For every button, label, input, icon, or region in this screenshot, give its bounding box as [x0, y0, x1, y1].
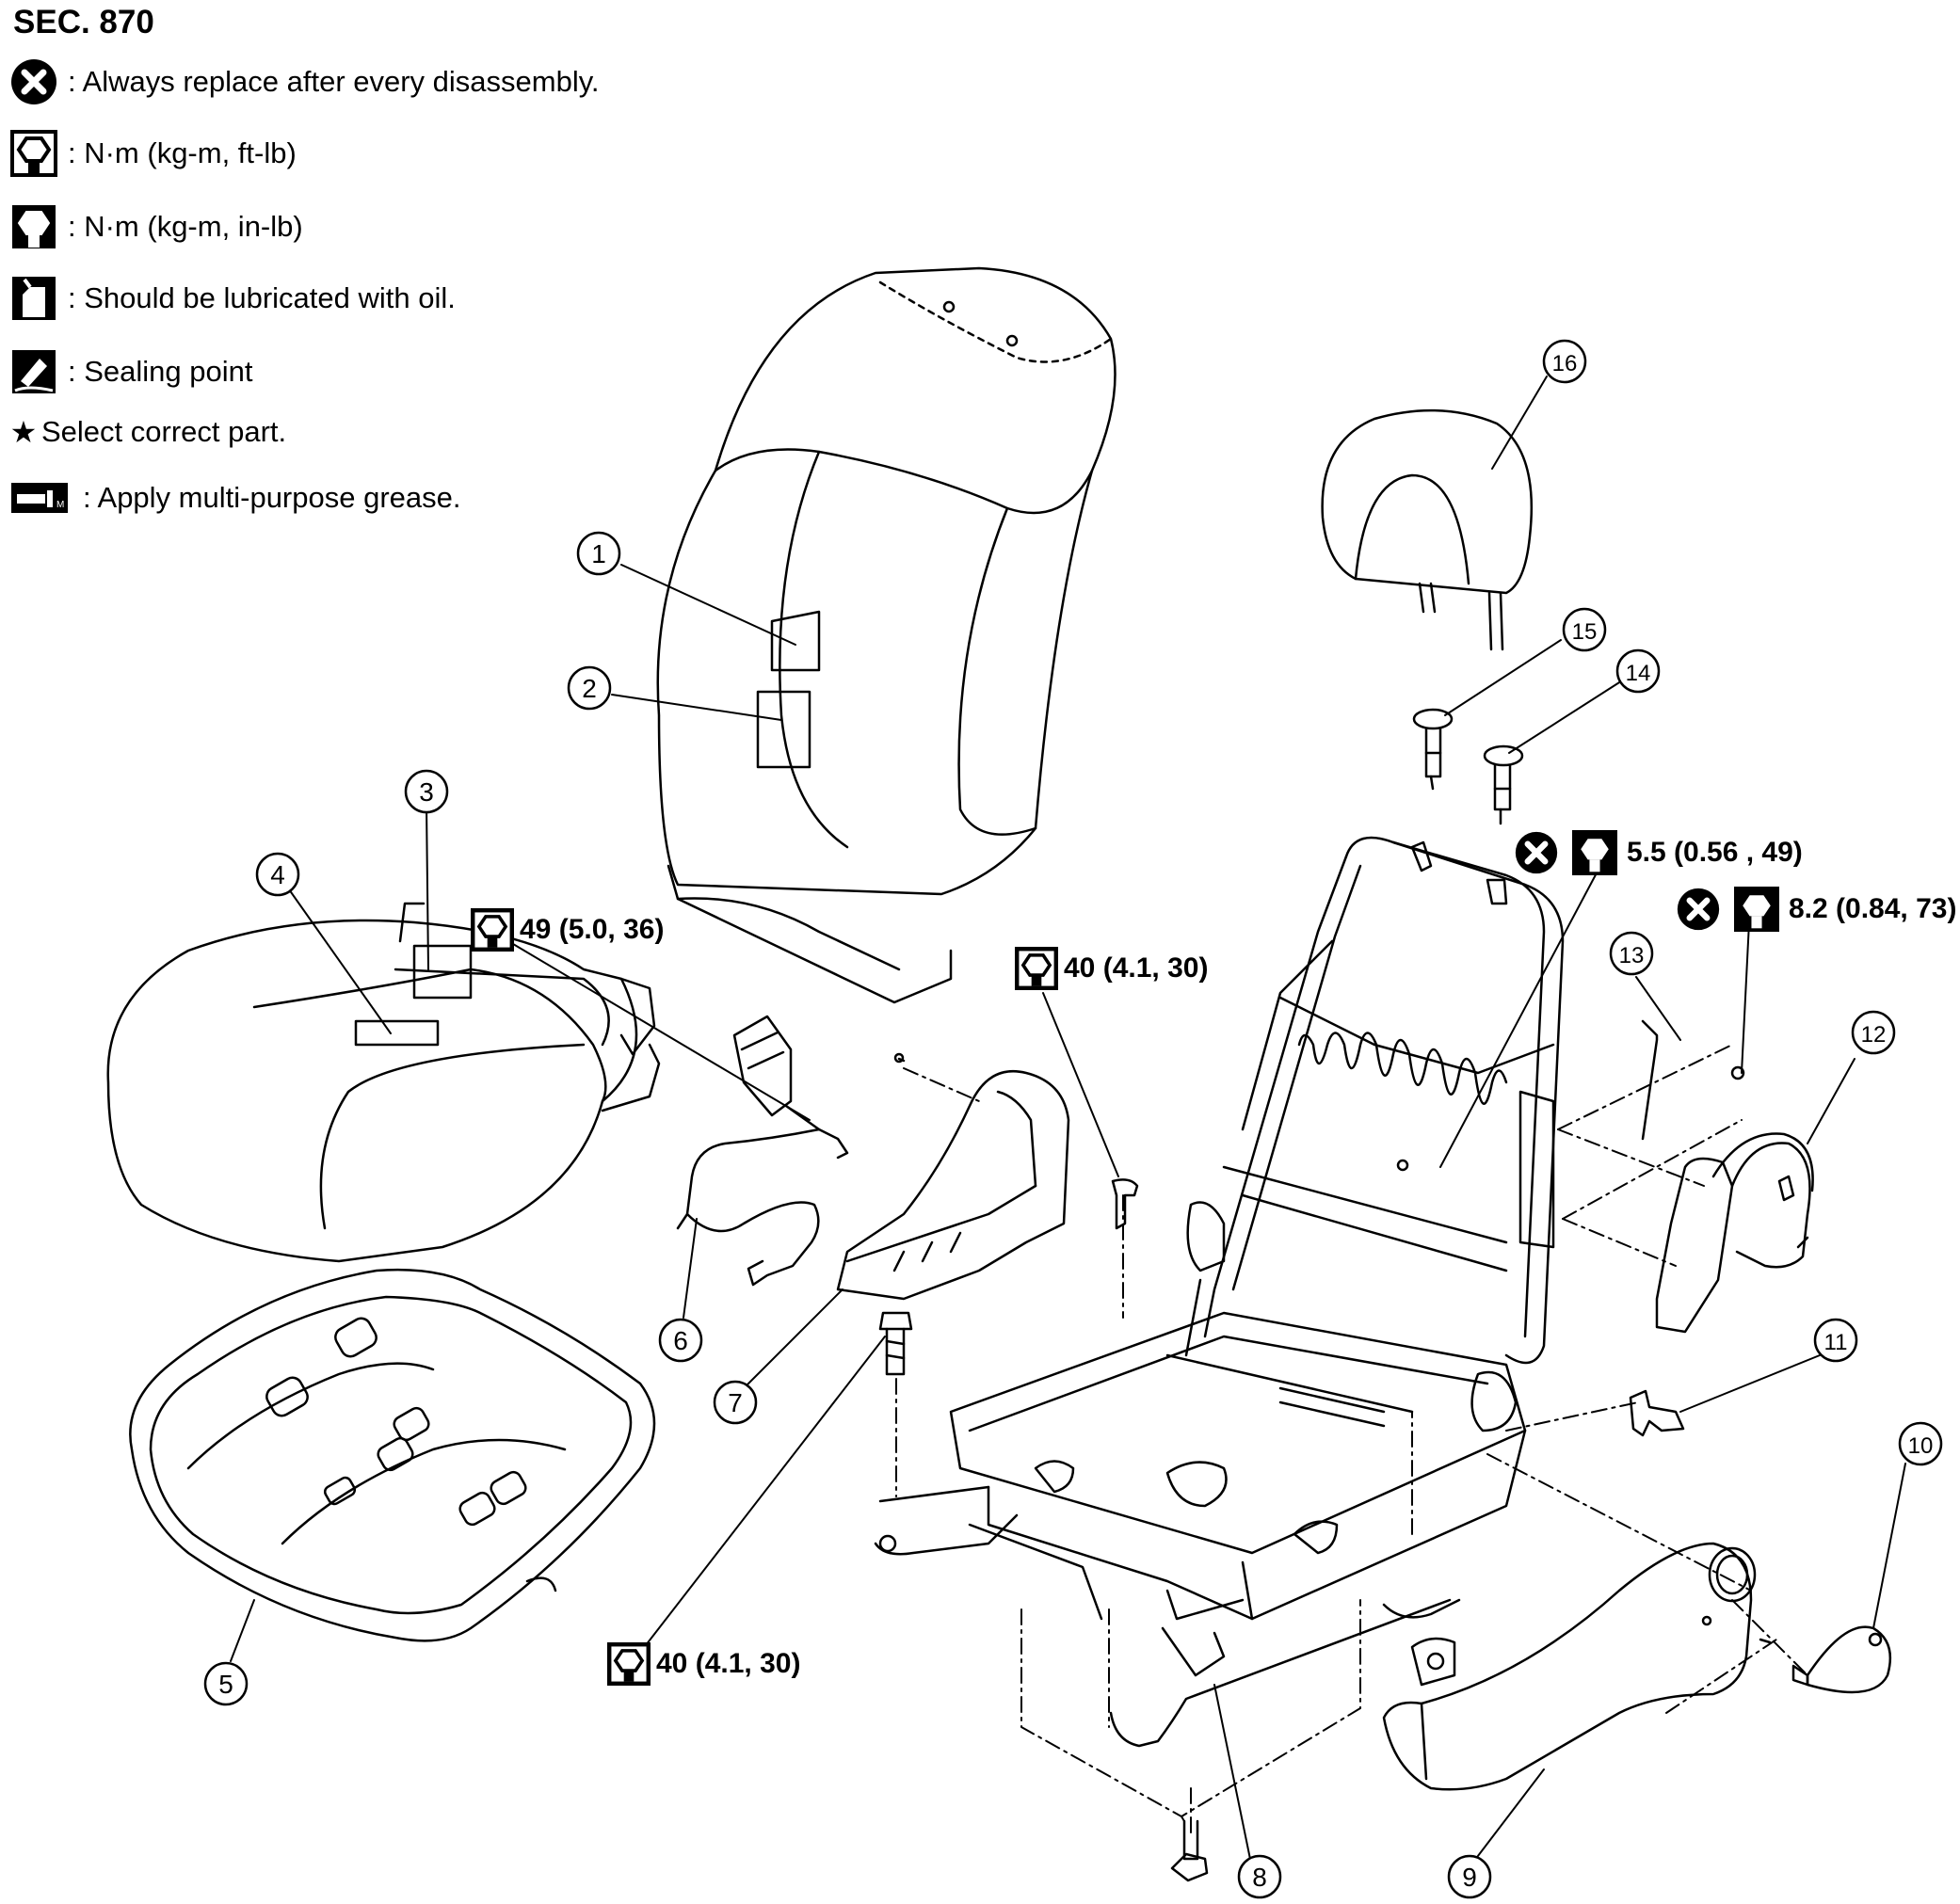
- torque-wrench-ftlb-icon: [607, 1642, 651, 1686]
- torque-wrench-ftlb-icon: [10, 130, 57, 177]
- headrest: [1321, 408, 1534, 651]
- callout-13: 13: [1619, 943, 1645, 968]
- torque-wrench-inlb-icon: [1734, 887, 1779, 932]
- seat-cushion-trim: [106, 902, 661, 1263]
- clip: [1111, 1178, 1139, 1230]
- legend-text: : Should be lubricated with oil.: [68, 281, 456, 314]
- callout-2: 2: [582, 674, 597, 703]
- torque-8-2-value: 8.2 (0.84, 73): [1789, 893, 1957, 924]
- legend-text: : Apply multi-purpose grease.: [83, 481, 461, 514]
- seat-cushion-pad: [129, 1268, 656, 1642]
- side-airbag-module: [1655, 1132, 1814, 1334]
- callout-4: 4: [270, 860, 285, 889]
- inner-cover: [836, 1052, 1070, 1301]
- headrest-holder-15: [1412, 708, 1454, 791]
- seatback-label-2: [756, 690, 811, 769]
- torque-wrench-inlb-icon: [12, 205, 56, 248]
- torque-5-5-value: 5.5 (0.56 , 49): [1627, 837, 1803, 868]
- legend-text: : N·m (kg-m, ft-lb): [68, 136, 297, 169]
- seat-cushion-label-4: [354, 1019, 440, 1047]
- callout-11: 11: [1824, 1330, 1848, 1355]
- legend-torque-ftlb: : N·m (kg-m, ft-lb): [9, 128, 297, 179]
- legend-always-replace: : Always replace after every disassembly…: [9, 56, 600, 107]
- seatback-trim: [656, 266, 1117, 1004]
- callout-9: 9: [1462, 1863, 1477, 1892]
- seat-cushion-label-3: [412, 944, 473, 1000]
- legend-sealing: : Sealing point: [9, 346, 252, 397]
- seat-belt-buckle: [676, 1015, 849, 1287]
- callout-circles: [203, 339, 1943, 1899]
- legend-torque-inlb: : N·m (kg-m, in-lb): [9, 201, 303, 252]
- callout-6: 6: [673, 1326, 688, 1355]
- torque-wrench-ftlb-icon: [1015, 947, 1058, 990]
- recliner-knob: [1791, 1625, 1892, 1694]
- bolt-bottom: [1170, 1819, 1209, 1882]
- callout-10: 10: [1908, 1433, 1934, 1459]
- legend-oil: : Should be lubricated with oil.: [9, 273, 456, 324]
- section-title: SEC. 870: [13, 4, 154, 40]
- headrest-holder-14: [1483, 744, 1524, 825]
- always-replace-icon: [11, 59, 56, 104]
- callout-numbers: 1 2 3 4 5 6 7 8 9 10 11 12 13 14 15 16: [218, 351, 1933, 1892]
- torque-40-lower-value: 40 (4.1, 30): [656, 1648, 801, 1679]
- leader-lines: [230, 376, 1906, 1869]
- legend-star: ★ Select correct part.: [9, 407, 287, 457]
- seatback-frame: [1186, 836, 1565, 1432]
- seat-cushion-frame: [874, 1278, 1527, 1748]
- always-replace-icon: [1677, 888, 1720, 931]
- callout-3: 3: [419, 777, 434, 807]
- torque-40-lower: 40 (4.1, 30): [607, 1642, 800, 1686]
- seatback-label-1: [770, 610, 821, 672]
- torque-wrench-inlb-icon: [1572, 830, 1617, 875]
- svg-text:M: M: [56, 500, 64, 510]
- torque-49-value: 49 (5.0, 36): [520, 914, 665, 945]
- always-replace-icon: [1515, 831, 1558, 874]
- callout-8: 8: [1252, 1863, 1267, 1892]
- callout-7: 7: [728, 1388, 743, 1417]
- callout-14: 14: [1626, 661, 1651, 686]
- callout-5: 5: [218, 1670, 233, 1699]
- legend-text: : Always replace after every disassembly…: [68, 65, 600, 98]
- bolt-lower-left: [878, 1311, 913, 1376]
- torque-8-2: 8.2 (0.84, 73): [1676, 887, 1956, 932]
- sealing-point-icon: [12, 350, 56, 393]
- legend-text: : Sealing point: [68, 355, 253, 388]
- legend-grease: M : Apply multi-purpose grease.: [9, 472, 461, 523]
- torque-wrench-ftlb-icon: [471, 908, 514, 952]
- torque-40-upper-value: 40 (4.1, 30): [1064, 952, 1209, 984]
- callout-15: 15: [1572, 619, 1598, 645]
- callout-12: 12: [1861, 1022, 1887, 1048]
- oil-can-icon: [12, 277, 56, 320]
- star-icon: ★: [9, 415, 38, 449]
- assembly-lines: [895, 1044, 1808, 1836]
- legend-text: : N·m (kg-m, in-lb): [68, 210, 303, 243]
- callout-1: 1: [591, 539, 606, 568]
- spring-clip: [1629, 1389, 1685, 1437]
- seatback-harness: [1641, 1019, 1745, 1141]
- torque-40-upper: 40 (4.1, 30): [1015, 947, 1208, 990]
- torque-5-5: 5.5 (0.56 , 49): [1514, 830, 1803, 875]
- torque-49: 49 (5.0, 36): [471, 908, 664, 952]
- grease-gun-icon: M: [11, 483, 68, 513]
- legend-text: Select correct part.: [41, 415, 287, 448]
- callout-16: 16: [1552, 351, 1578, 376]
